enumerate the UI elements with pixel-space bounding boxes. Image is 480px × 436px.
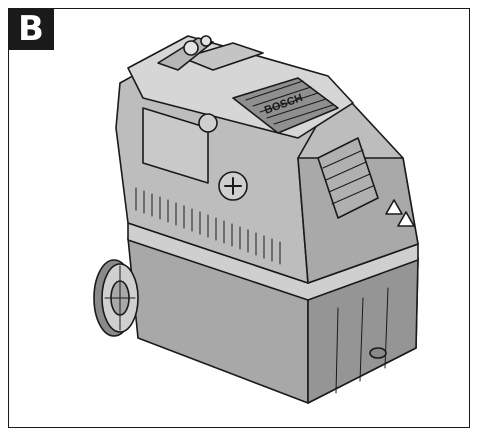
wheel-icon — [93, 259, 139, 337]
front-caster — [369, 347, 387, 359]
upper-screw-icon — [198, 113, 218, 133]
vent-slots — [135, 187, 281, 265]
vacuum-illustration: BOSCH — [93, 35, 419, 404]
figure-label: B — [8, 8, 54, 50]
battery-bay — [232, 77, 339, 134]
power-knob-icon — [183, 40, 199, 56]
warning-triangle-icon — [385, 199, 403, 215]
